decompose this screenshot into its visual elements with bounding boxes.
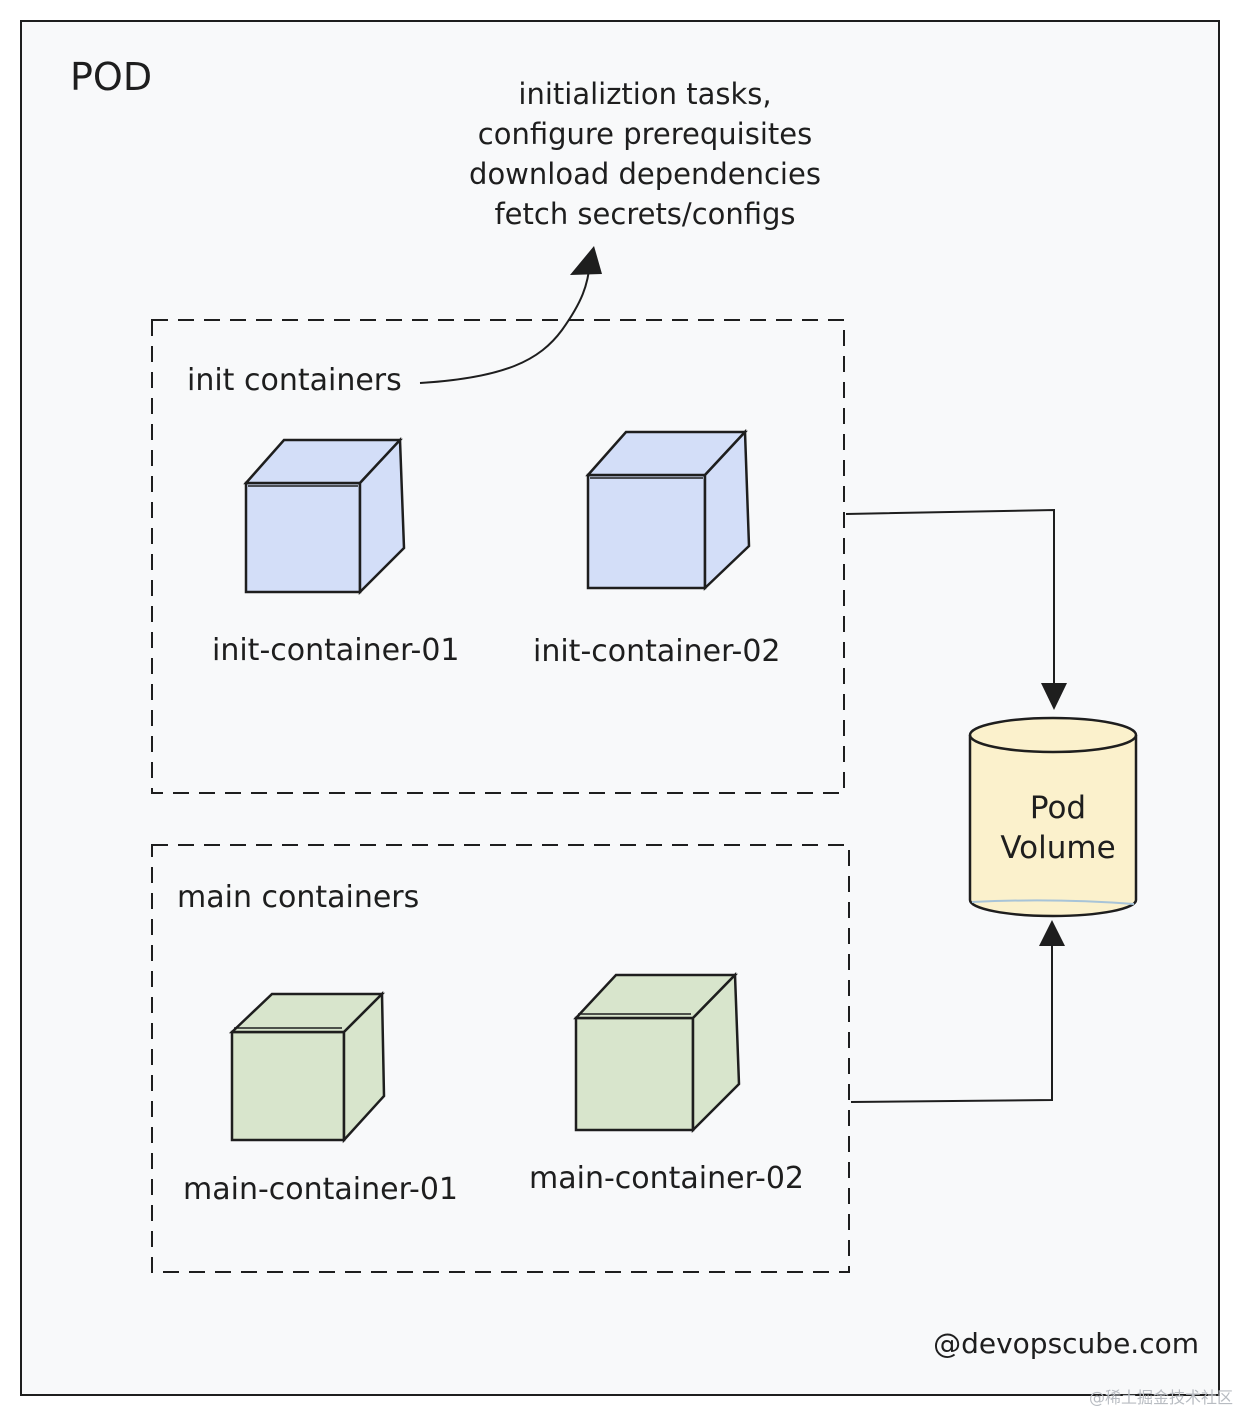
main-container-02-cube-icon [573,972,741,1134]
main-containers-label: main containers [177,880,420,915]
pod-volume-line: Volume [1000,830,1116,866]
init-to-note-arrow [419,246,602,384]
main-containers-group-box [151,844,850,1273]
note-line: fetch secrets/configs [494,197,796,231]
init-container-02-cube-icon [585,428,751,591]
main-container-01-cube-icon [228,991,386,1144]
init-containers-label: init containers [187,363,402,398]
init-container-01-label: init-container-01 [212,633,460,668]
watermark-text: @稀土掘金技术社区 [1088,1388,1233,1407]
note-line: download dependencies [469,157,821,191]
main-to-volume-arrow [850,920,1065,1103]
pod-volume-label: Pod Volume [978,788,1138,868]
pod-volume-cylinder-icon [968,716,1138,918]
init-tasks-note: initializtion tasks, configure prerequis… [430,74,860,234]
note-line: configure prerequisites [477,117,813,151]
init-to-volume-arrow [845,508,1067,710]
credit-handle: @devopscube.com [933,1327,1199,1360]
init-container-02-label: init-container-02 [533,634,781,669]
note-line: initializtion tasks, [518,77,772,111]
main-container-01-label: main-container-01 [183,1172,459,1207]
init-containers-group-box [151,319,845,794]
pod-frame [20,20,1220,1396]
pod-title: POD [70,55,153,99]
init-container-01-cube-icon [243,436,406,596]
pod-volume-line: Pod [1029,790,1087,826]
main-container-02-label: main-container-02 [529,1161,805,1196]
